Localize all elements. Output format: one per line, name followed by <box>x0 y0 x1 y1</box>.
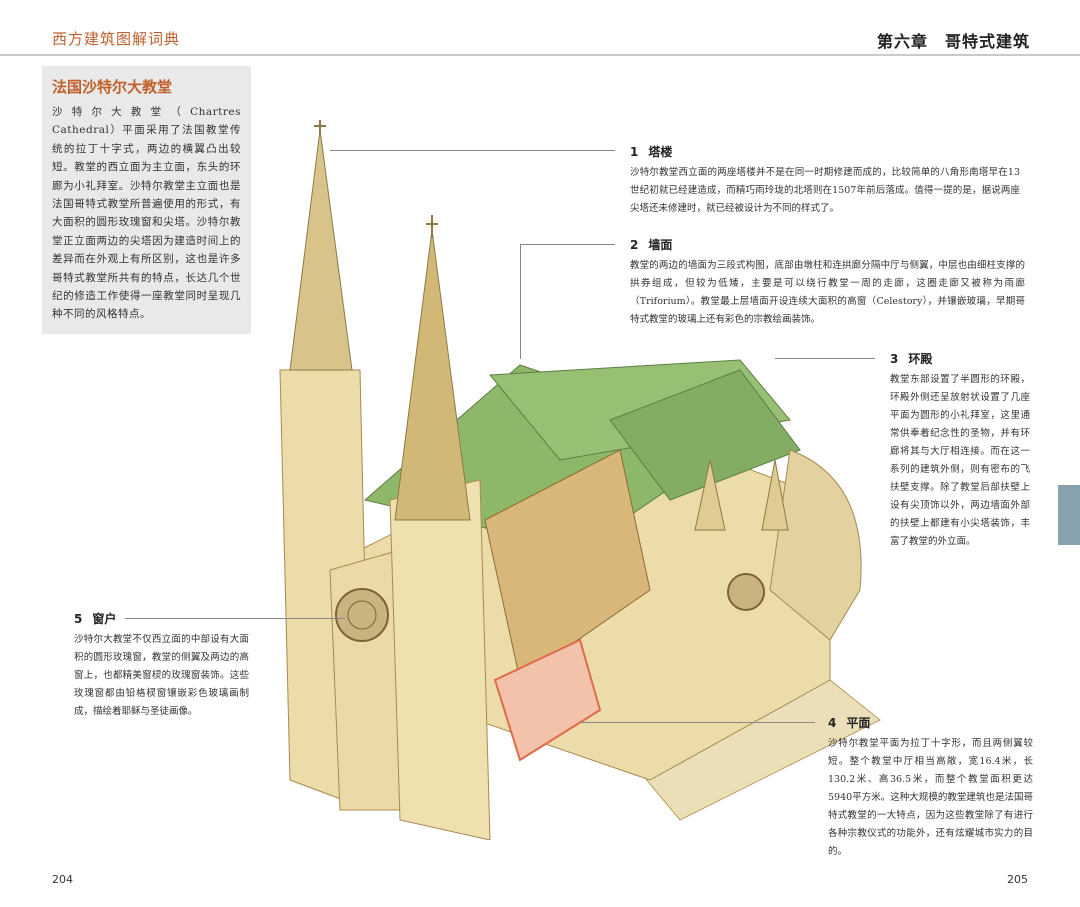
callout-1-number: 1 <box>630 145 639 159</box>
leader-line-3 <box>775 358 875 359</box>
intro-body: 沙特尔大教堂（Chartres Cathedral）平面采用了法国教堂传统的拉丁… <box>52 106 241 321</box>
book-title: 西方建筑图解词典 <box>52 30 181 48</box>
callout-5-text: 沙特尔大教堂不仅西立面的中部设有大面积的圆形玫瑰窗，教堂的侧翼及两边的高窗上，也… <box>74 634 249 717</box>
interior-cutaway <box>484 449 651 681</box>
leader-line-5 <box>125 618 345 619</box>
callout-4-title: 平面 <box>846 716 871 730</box>
south-tower <box>389 479 491 840</box>
rose-window-transept <box>727 573 765 611</box>
chapter-tab <box>1058 485 1080 545</box>
roof-choir <box>609 369 801 501</box>
floor-plan <box>493 638 602 762</box>
intro-box: 法国沙特尔大教堂 沙特尔大教堂（Chartres Cathedral）平面采用了… <box>42 66 251 334</box>
callout-3: 3 环殿 教堂东部设置了半圆形的环殿，环殿外侧还呈放射状设置了几座平面为圆形的小礼… <box>890 350 1030 551</box>
callout-2-number: 2 <box>630 238 639 252</box>
rose-window-west <box>335 588 389 642</box>
callout-1-title: 塔楼 <box>648 145 673 159</box>
callout-1: 1 塔楼 沙特尔教堂西立面的两座塔楼并不是在同一时期修建而成的，比较简单的八角形南… <box>630 143 1020 218</box>
callout-1-heading: 1 塔楼 <box>630 143 1020 160</box>
callout-2-heading: 2 墙面 <box>630 236 1025 253</box>
callout-5-number: 5 <box>74 612 83 626</box>
callout-2-title: 墙面 <box>648 238 673 252</box>
callout-4-number: 4 <box>828 716 837 730</box>
page-number-right: 205 <box>1007 873 1028 886</box>
callout-5-title: 窗户 <box>92 612 117 626</box>
callout-2-text: 教堂的两边的墙面为三段式构图，底部由墩柱和连拱廊分隔中厅与侧翼，中层也由细柱支撑… <box>630 260 1025 325</box>
leader-line-2 <box>520 244 615 245</box>
leader-line-4 <box>580 722 815 723</box>
chapter-title: 第六章 哥特式建筑 <box>876 32 1030 51</box>
intro-title: 法国沙特尔大教堂 <box>52 78 173 96</box>
callout-4-heading: 4 平面 <box>828 714 1033 731</box>
callout-1-text: 沙特尔教堂西立面的两座塔楼并不是在同一时期修建而成的，比较简单的八角形南塔早在1… <box>630 167 1020 214</box>
callout-3-number: 3 <box>890 352 899 366</box>
callout-3-title: 环殿 <box>908 352 933 366</box>
apse <box>769 449 862 641</box>
callout-2: 2 墙面 教堂的两边的墙面为三段式构图，底部由墩柱和连拱廊分隔中厅与侧翼，中层也由… <box>630 236 1025 329</box>
callout-4-text: 沙特尔教堂平面为拉丁十字形，而且两侧翼较短。整个教堂中厅相当高敞，宽16.4米，… <box>828 738 1033 857</box>
page-number-left: 204 <box>52 873 73 886</box>
callout-5-heading: 5 窗户 <box>74 610 249 627</box>
callout-5: 5 窗户 沙特尔大教堂不仅西立面的中部设有大面积的圆形玫瑰窗，教堂的侧翼及两边的高… <box>74 610 249 721</box>
south-spire <box>394 229 471 521</box>
header-divider <box>0 54 1080 56</box>
leader-line-2-drop <box>520 244 521 359</box>
callout-3-heading: 3 环殿 <box>890 350 1030 367</box>
callout-3-text: 教堂东部设置了半圆形的环殿，环殿外侧还呈放射状设置了几座平面为圆形的小礼拜室，这… <box>890 374 1030 547</box>
north-spire <box>289 129 353 371</box>
callout-4: 4 平面 沙特尔教堂平面为拉丁十字形，而且两侧翼较短。整个教堂中厅相当高敞，宽16… <box>828 714 1033 861</box>
cathedral-illustration <box>279 120 881 840</box>
leader-line-1 <box>330 150 615 151</box>
